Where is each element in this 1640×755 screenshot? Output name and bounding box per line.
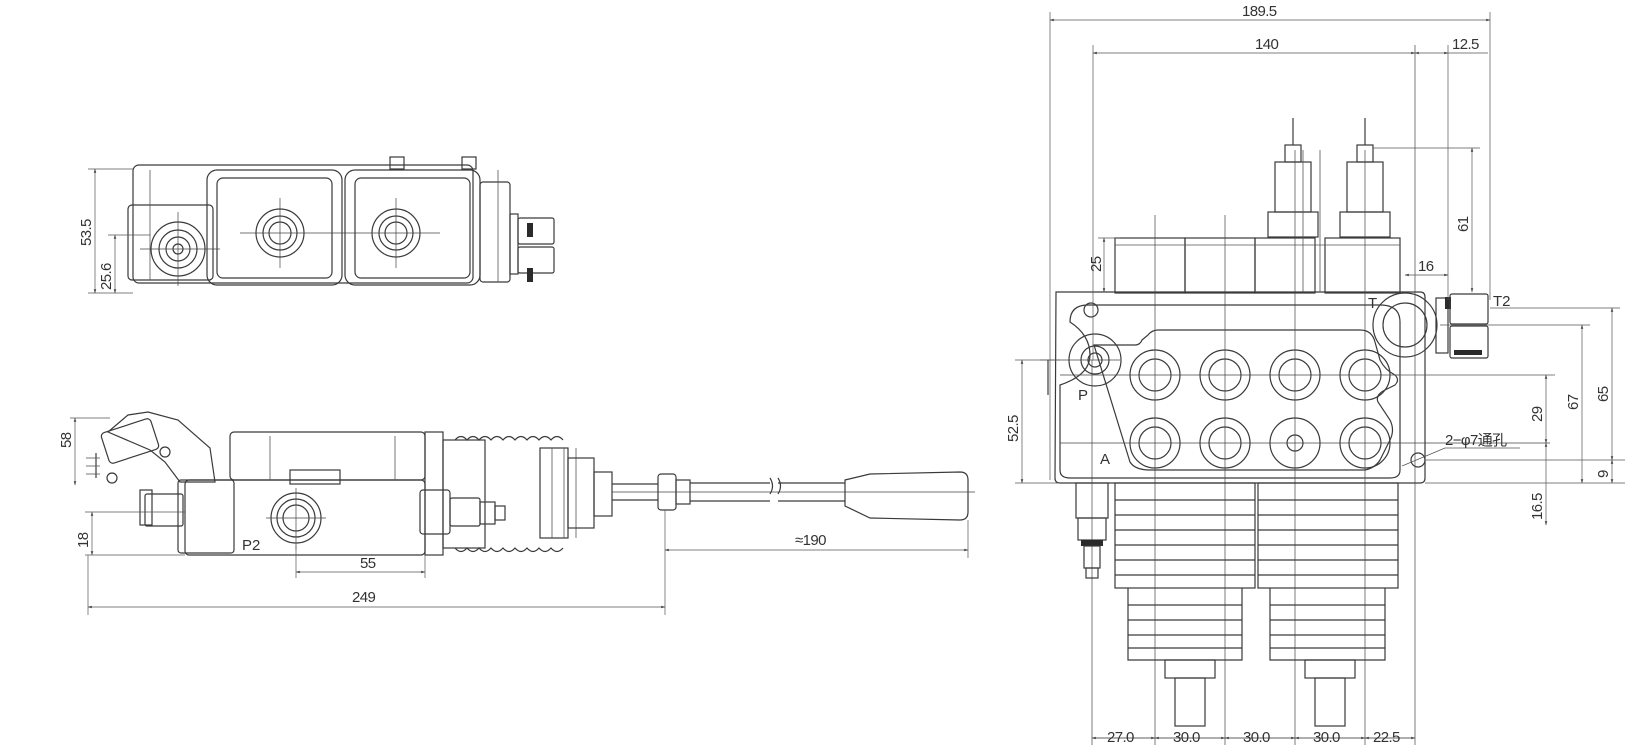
dim-label-22-5: 22.5 — [1373, 729, 1400, 746]
front-view-switches — [1267, 118, 1391, 292]
side-view-body: P2 — [144, 431, 426, 556]
dim-port-offset-55: 55 — [295, 545, 426, 578]
dim-label-12-5: 12.5 — [1452, 36, 1479, 53]
side-view-lever — [86, 411, 216, 526]
dim-offset-right-12-5: 12.5 — [1414, 36, 1488, 300]
dim-cap-height-25: 25 — [1088, 237, 1120, 293]
dim-label-30-0-b: 30.0 — [1243, 729, 1270, 746]
dim-hole-note: 2−φ7通孔 — [1401, 432, 1520, 467]
dim-label-16-5: 16.5 — [1529, 493, 1546, 520]
dim-label-9: 9 — [1595, 470, 1612, 478]
port-label-a: A — [1100, 451, 1110, 468]
front-view-p-port: P A — [1068, 333, 1122, 468]
dim-label-53-5: 53.5 — [78, 219, 95, 246]
dim-label-30-0-a: 30.0 — [1173, 729, 1200, 746]
front-view-bellows-right — [1257, 482, 1399, 727]
dim-handle-length-190: ≈190 — [664, 520, 969, 558]
dim-label-16: 16 — [1418, 258, 1434, 275]
dim-base-height-18: 18 — [75, 511, 185, 556]
dim-height-67: 67 — [1440, 324, 1590, 484]
dim-label-190: ≈190 — [795, 532, 826, 549]
front-view-fitting — [1075, 482, 1109, 579]
port-label-t2: T2 — [1493, 293, 1511, 310]
dim-label-25-6: 25.6 — [98, 263, 115, 290]
dim-height-16-5: 16.5 — [1529, 442, 1548, 526]
dim-height-29: 29 — [1395, 374, 1555, 444]
front-view-t-port: T T2 — [1368, 292, 1511, 359]
dim-height-65: 65 — [1490, 307, 1620, 461]
dim-pitch-row: 27.0 30.0 30.0 30.0 22.5 — [1091, 729, 1416, 746]
dim-height-total-53-5: 53.5 — [78, 168, 133, 294]
front-view-port-grid — [1129, 349, 1391, 469]
dim-label-249: 249 — [352, 589, 375, 606]
dim-width-body-140: 140 — [1092, 36, 1416, 360]
dim-label-65: 65 — [1595, 386, 1612, 402]
port-label-p: P — [1078, 387, 1088, 404]
port-label-t: T — [1368, 295, 1377, 312]
dim-label-189-5: 189.5 — [1242, 3, 1277, 20]
dim-label-25: 25 — [1088, 256, 1105, 272]
dim-label-55: 55 — [360, 555, 376, 572]
top-view: 53.5 25.6 — [78, 156, 555, 294]
dim-center-height-52-5: 52.5 — [1005, 359, 1060, 484]
top-view-body — [127, 156, 555, 286]
dim-lever-height-58: 58 — [58, 417, 110, 486]
side-view: P2 — [58, 411, 975, 615]
dim-port-width-16: 16 — [1404, 258, 1449, 277]
dim-length-total-249: 249 — [87, 510, 666, 615]
dim-label-18: 18 — [75, 532, 92, 548]
dim-label-27-0: 27.0 — [1107, 729, 1134, 746]
dim-port-height-25-6: 25.6 — [98, 234, 150, 294]
dim-height-9: 9 — [1425, 459, 1625, 484]
dim-pin-height-61: 61 — [1373, 147, 1480, 293]
dim-label-30-0-c: 30.0 — [1313, 729, 1340, 746]
front-view-caps — [1114, 237, 1401, 294]
front-view-bellows-left — [1114, 482, 1256, 727]
port-label-p2: P2 — [242, 537, 260, 554]
dim-label-58: 58 — [58, 432, 75, 448]
dim-label-140: 140 — [1255, 36, 1278, 53]
dim-label-67: 67 — [1565, 394, 1582, 410]
dim-label-61: 61 — [1455, 216, 1472, 232]
dim-label-52-5: 52.5 — [1005, 415, 1022, 442]
dim-label-29: 29 — [1529, 406, 1546, 422]
side-view-bellows — [419, 431, 613, 556]
front-view-center-lines — [1040, 45, 1550, 745]
dim-width-total-189-5: 189.5 — [1049, 3, 1491, 480]
front-view: T T2 P A — [1005, 3, 1625, 746]
side-view-handle — [612, 471, 975, 521]
hole-note-label: 2−φ7通孔 — [1445, 432, 1507, 449]
